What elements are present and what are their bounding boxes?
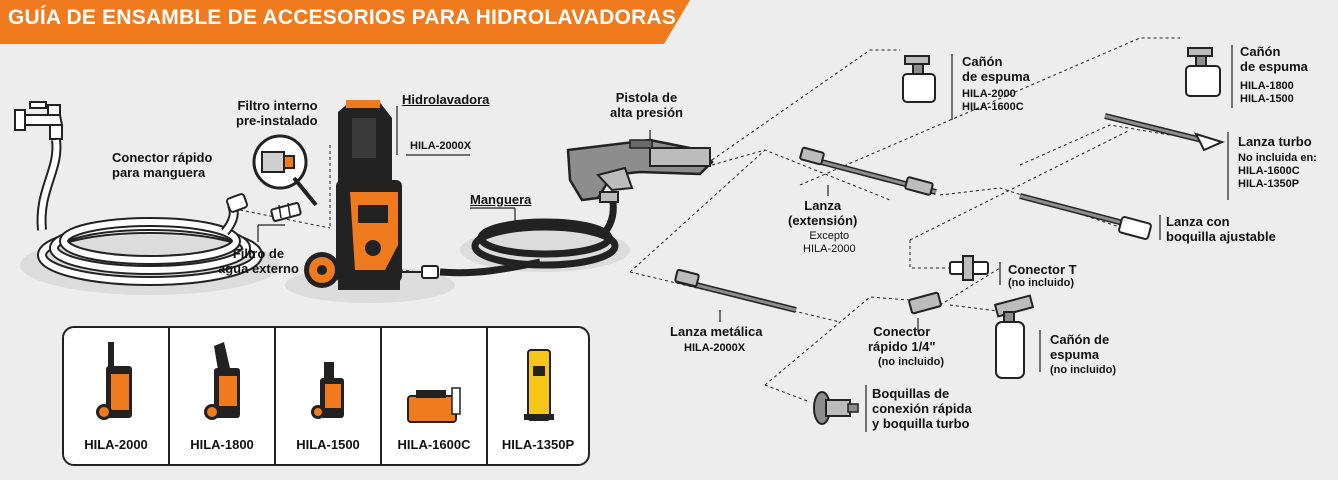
yellow-washer-icon	[524, 349, 554, 421]
model-card: HILA-1500	[276, 328, 382, 464]
spray-gun-icon	[566, 138, 714, 203]
model-name: HILA-2000	[84, 437, 148, 452]
quick-connector-icon	[225, 193, 249, 213]
faucet-icon	[14, 101, 64, 140]
garden-hose-icon	[36, 139, 263, 286]
model-name: HILA-1800	[190, 437, 254, 452]
model-card: HILA-1600C	[382, 328, 488, 464]
title-banner: GUÍA DE ENSAMBLE DE ACCESORIOS PARA HIDR…	[0, 0, 690, 44]
model-name: HILA-1500	[296, 437, 360, 452]
high-pressure-hose-icon	[400, 194, 619, 279]
label-hose: Manguera	[470, 192, 532, 207]
case-washer-icon	[407, 387, 461, 423]
pressure-washer-icon	[304, 100, 402, 290]
model-card: HILA-1800	[170, 328, 276, 464]
model-name: HILA-1600C	[397, 437, 471, 452]
model-card: HILA-2000	[64, 328, 170, 464]
models-panel: HILA-2000 HILA-1800 HILA-1500 HILA-1600C	[62, 326, 590, 466]
label-extension-lance: Lanza(extensión)	[788, 198, 858, 228]
extension-lance-icon	[799, 146, 937, 196]
label-quarter-connector-note: (no incluido)	[878, 356, 944, 368]
model-card: HILA-1350P	[488, 328, 588, 464]
quarter-inch-connector-icon	[908, 291, 942, 315]
turbo-lance-icon	[1104, 113, 1225, 152]
label-foam-cannon-3-note: (no incluido)	[1050, 364, 1116, 376]
external-filter-icon	[270, 202, 302, 222]
foam-cannon-icon	[902, 55, 936, 103]
compact-washer-icon	[311, 362, 344, 419]
label-turbo-lance: Lanza turbo	[1238, 134, 1312, 149]
model-name: HILA-1350P	[501, 437, 575, 452]
label-metal-lance: Lanza metálica	[670, 324, 763, 339]
label-metal-lance-model: HILA-2000X	[684, 342, 746, 354]
upright-washer-icon	[96, 342, 132, 420]
upright-washer-icon	[204, 342, 240, 420]
foam-cannon-icon	[1185, 47, 1221, 97]
t-connector-icon	[949, 255, 989, 281]
foam-cannon-icon	[993, 294, 1035, 379]
internal-filter-icon	[252, 134, 318, 207]
banner-shape	[0, 0, 690, 44]
label-t-connector: Conector T	[1008, 262, 1077, 277]
metal-lance-icon	[674, 268, 797, 313]
leader-lines	[257, 45, 1233, 432]
page-title: GUÍA DE ENSAMBLE DE ACCESORIOS PARA HIDR…	[8, 6, 677, 29]
label-pressure-washer: Hidrolavadora	[402, 92, 490, 107]
nozzle-set-icon	[813, 391, 859, 425]
adjustable-nozzle-lance-icon	[1019, 193, 1152, 240]
label-pressure-washer-model: HILA-2000X	[410, 140, 472, 152]
label-t-connector-note: (no incluido)	[1008, 277, 1074, 289]
guide-lines	[239, 37, 1201, 403]
